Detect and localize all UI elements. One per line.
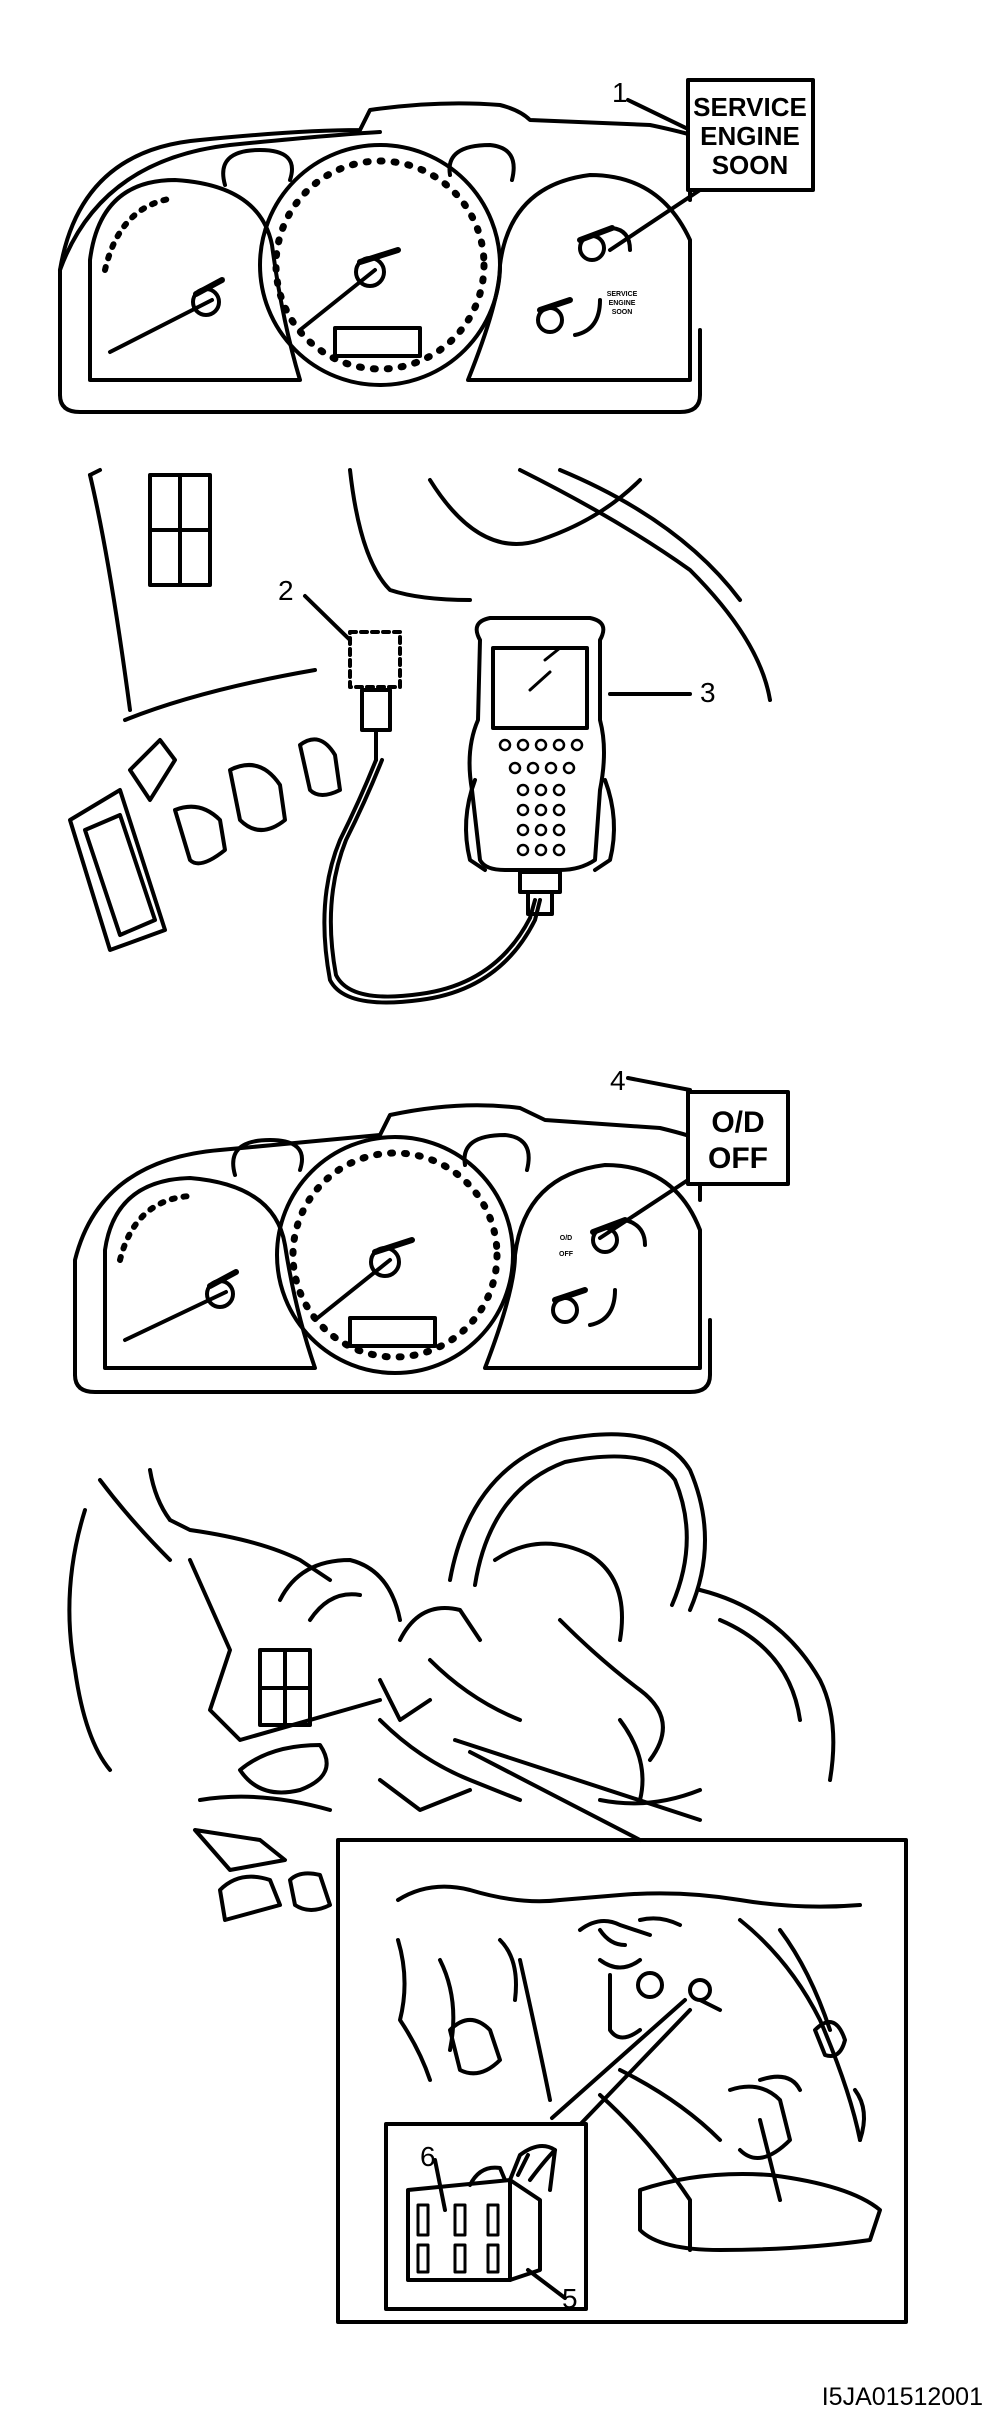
service-label-line3: SOON xyxy=(712,150,789,180)
service-engine-soon-box xyxy=(686,78,815,192)
dlc-connector xyxy=(303,594,542,1005)
dashboard-lower-left xyxy=(68,468,772,952)
callout-5: 5 xyxy=(562,2283,578,2314)
gauge-service-2: ENGINE xyxy=(609,300,636,307)
gauge-service-3: SOON xyxy=(612,309,633,316)
gauge-od-1: O/D xyxy=(560,1235,572,1242)
od-label-line1: O/D xyxy=(711,1106,764,1139)
figure-code: I5JA01512001 xyxy=(822,2383,983,2411)
service-label-line1: SERVICE xyxy=(693,92,807,122)
scan-tool xyxy=(464,616,692,916)
gauge-service-1: SERVICE xyxy=(607,291,638,298)
od-label-line2: OFF xyxy=(708,1142,768,1175)
connector-detail-inset xyxy=(336,1838,908,2324)
callout-2: 2 xyxy=(278,575,294,606)
callout-4: 4 xyxy=(610,1065,626,1096)
od-off-box xyxy=(686,1090,790,1186)
instrument-cluster-bottom xyxy=(73,1076,712,1394)
instrument-cluster-top xyxy=(58,98,702,414)
callout-3: 3 xyxy=(700,677,716,708)
dashboard-overview xyxy=(67,1432,836,1922)
service-label-line2: ENGINE xyxy=(700,121,800,151)
callout-1: 1 xyxy=(612,77,628,108)
gauge-od-2: OFF xyxy=(559,1251,574,1258)
callout-6: 6 xyxy=(420,2141,436,2172)
